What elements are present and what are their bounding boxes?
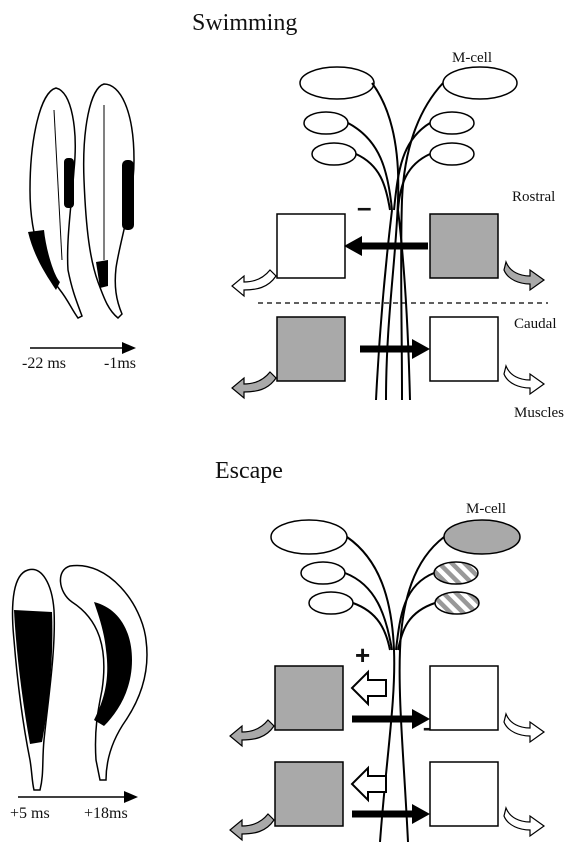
esc-rostral-left-block (275, 666, 343, 730)
esc-caudal-open-arrow (352, 768, 386, 800)
escape-fish-1 (13, 569, 55, 790)
esc-mcell-right (444, 520, 520, 554)
escape-fish-2 (60, 565, 147, 780)
esc-rostral-open-arrow (352, 672, 386, 704)
esc-neuron-r2 (435, 592, 479, 614)
esc-caudal-right-block (430, 762, 498, 826)
esc-neuron-l2 (309, 592, 353, 614)
esc-caudal-left-block (275, 762, 343, 826)
esc-neuron-l1 (301, 562, 345, 584)
esc-mcell-left (271, 520, 347, 554)
esc-neuron-r1 (434, 562, 478, 584)
esc-rostral-right-block (430, 666, 498, 730)
